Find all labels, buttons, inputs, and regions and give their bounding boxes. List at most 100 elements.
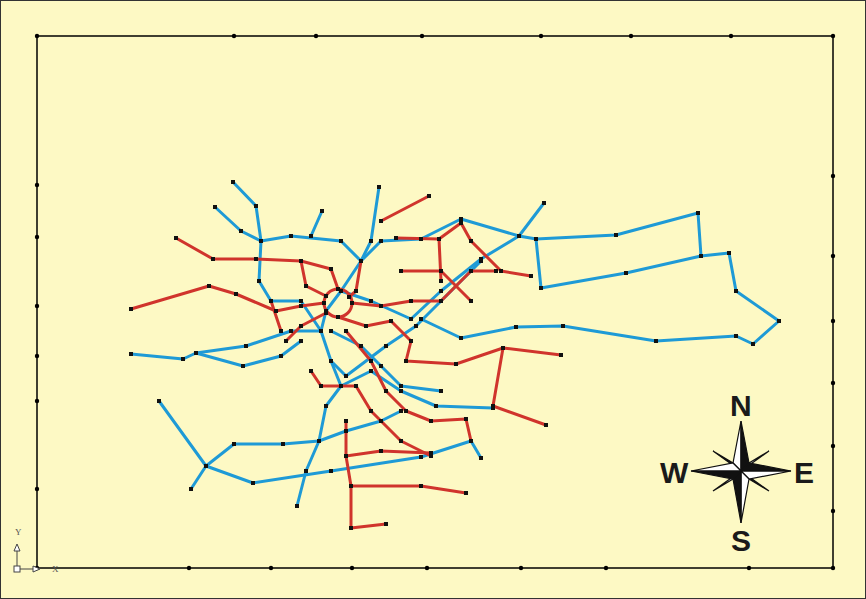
frame-tick	[350, 566, 354, 570]
route-line	[311, 371, 431, 456]
stop-dot	[501, 346, 505, 350]
stop-dot	[344, 329, 348, 333]
route-line	[381, 196, 429, 221]
stop-dot	[289, 234, 293, 238]
stop-dot	[234, 292, 238, 296]
stop-dot	[399, 439, 403, 443]
stop-dot	[347, 295, 351, 299]
stop-dot	[399, 409, 403, 413]
stop-dot	[494, 269, 498, 273]
compass-south: S	[731, 526, 751, 556]
stop-dot	[389, 319, 393, 323]
stop-dot	[517, 234, 521, 238]
stop-dot	[259, 239, 263, 243]
stop-dot	[244, 344, 248, 348]
frame-tick	[629, 34, 633, 38]
stop-dot	[359, 344, 363, 348]
stop-dot	[274, 309, 278, 313]
stop-dot	[654, 339, 658, 343]
stop-dot	[379, 304, 383, 308]
stop-dot	[322, 301, 326, 305]
stop-dot	[379, 239, 383, 243]
stop-dot	[384, 522, 388, 526]
stop-dot	[181, 357, 185, 361]
stop-dot	[427, 194, 431, 198]
stop-dot	[344, 454, 348, 458]
stop-dot	[379, 219, 383, 223]
stop-dot	[284, 339, 288, 343]
stop-dot	[419, 237, 423, 241]
stop-dot	[542, 201, 546, 205]
stop-dot	[464, 417, 468, 421]
frame-tick	[314, 34, 318, 38]
stop-dot	[174, 236, 178, 240]
stop-dot	[317, 439, 321, 443]
stop-dot	[304, 469, 308, 473]
stop-dot	[534, 237, 538, 241]
stop-dot	[439, 299, 443, 303]
stop-dot	[324, 311, 328, 315]
frame-tick	[420, 34, 424, 38]
stop-dot	[419, 484, 423, 488]
axis-icon	[14, 544, 40, 572]
stop-dot	[289, 329, 293, 333]
compass-rose	[691, 421, 791, 523]
stop-dot	[409, 299, 413, 303]
frame-tick	[35, 399, 39, 403]
stop-dot	[329, 359, 333, 363]
route-line	[176, 238, 338, 289]
frame-tick	[232, 34, 236, 38]
axis-label: Y	[15, 528, 22, 537]
stop-dot	[464, 491, 468, 495]
stop-dot	[319, 329, 323, 333]
stop-dot	[319, 329, 323, 333]
stop-dot	[559, 353, 563, 357]
stop-dot	[344, 419, 348, 423]
stop-dot	[324, 404, 328, 408]
frame-tick	[729, 34, 733, 38]
route-line	[349, 261, 361, 297]
stop-dot	[213, 205, 217, 209]
frame-tick	[747, 566, 751, 570]
map-frame	[37, 36, 833, 568]
frame-tick	[519, 566, 523, 570]
stop-dot	[204, 464, 208, 468]
stop-dots	[129, 180, 781, 530]
stop-dot	[354, 289, 358, 293]
stop-dot	[699, 254, 703, 258]
route-line	[159, 401, 206, 489]
stop-dot	[499, 269, 503, 273]
stop-dot	[377, 185, 381, 189]
route-line	[301, 261, 326, 296]
stop-dot	[317, 439, 321, 443]
frame-tick	[425, 566, 429, 570]
stop-dot	[241, 364, 245, 368]
stop-dot	[336, 315, 340, 319]
stop-dot	[349, 484, 353, 488]
frame-tick	[831, 174, 835, 178]
route-line	[206, 411, 401, 466]
compass-north: N	[730, 391, 752, 421]
route-line	[341, 203, 544, 319]
frame-tick	[831, 566, 835, 570]
stop-dot	[501, 346, 505, 350]
stop-dot	[254, 204, 258, 208]
stop-dot	[459, 221, 463, 225]
frame-tick	[35, 183, 39, 187]
route-line	[346, 421, 386, 528]
stop-dot	[399, 269, 403, 273]
stop-dot	[319, 384, 323, 388]
stop-dot	[469, 269, 473, 273]
stop-dot	[419, 455, 423, 459]
stop-dot	[369, 359, 373, 363]
stop-dot	[734, 289, 738, 293]
compass-west: W	[660, 458, 688, 488]
stop-dot	[437, 237, 441, 241]
stop-dot	[239, 229, 243, 233]
stop-dot	[344, 374, 348, 378]
route-line	[311, 211, 322, 236]
stop-dot	[309, 369, 313, 373]
stop-dot	[299, 299, 303, 303]
route-line	[131, 286, 324, 311]
